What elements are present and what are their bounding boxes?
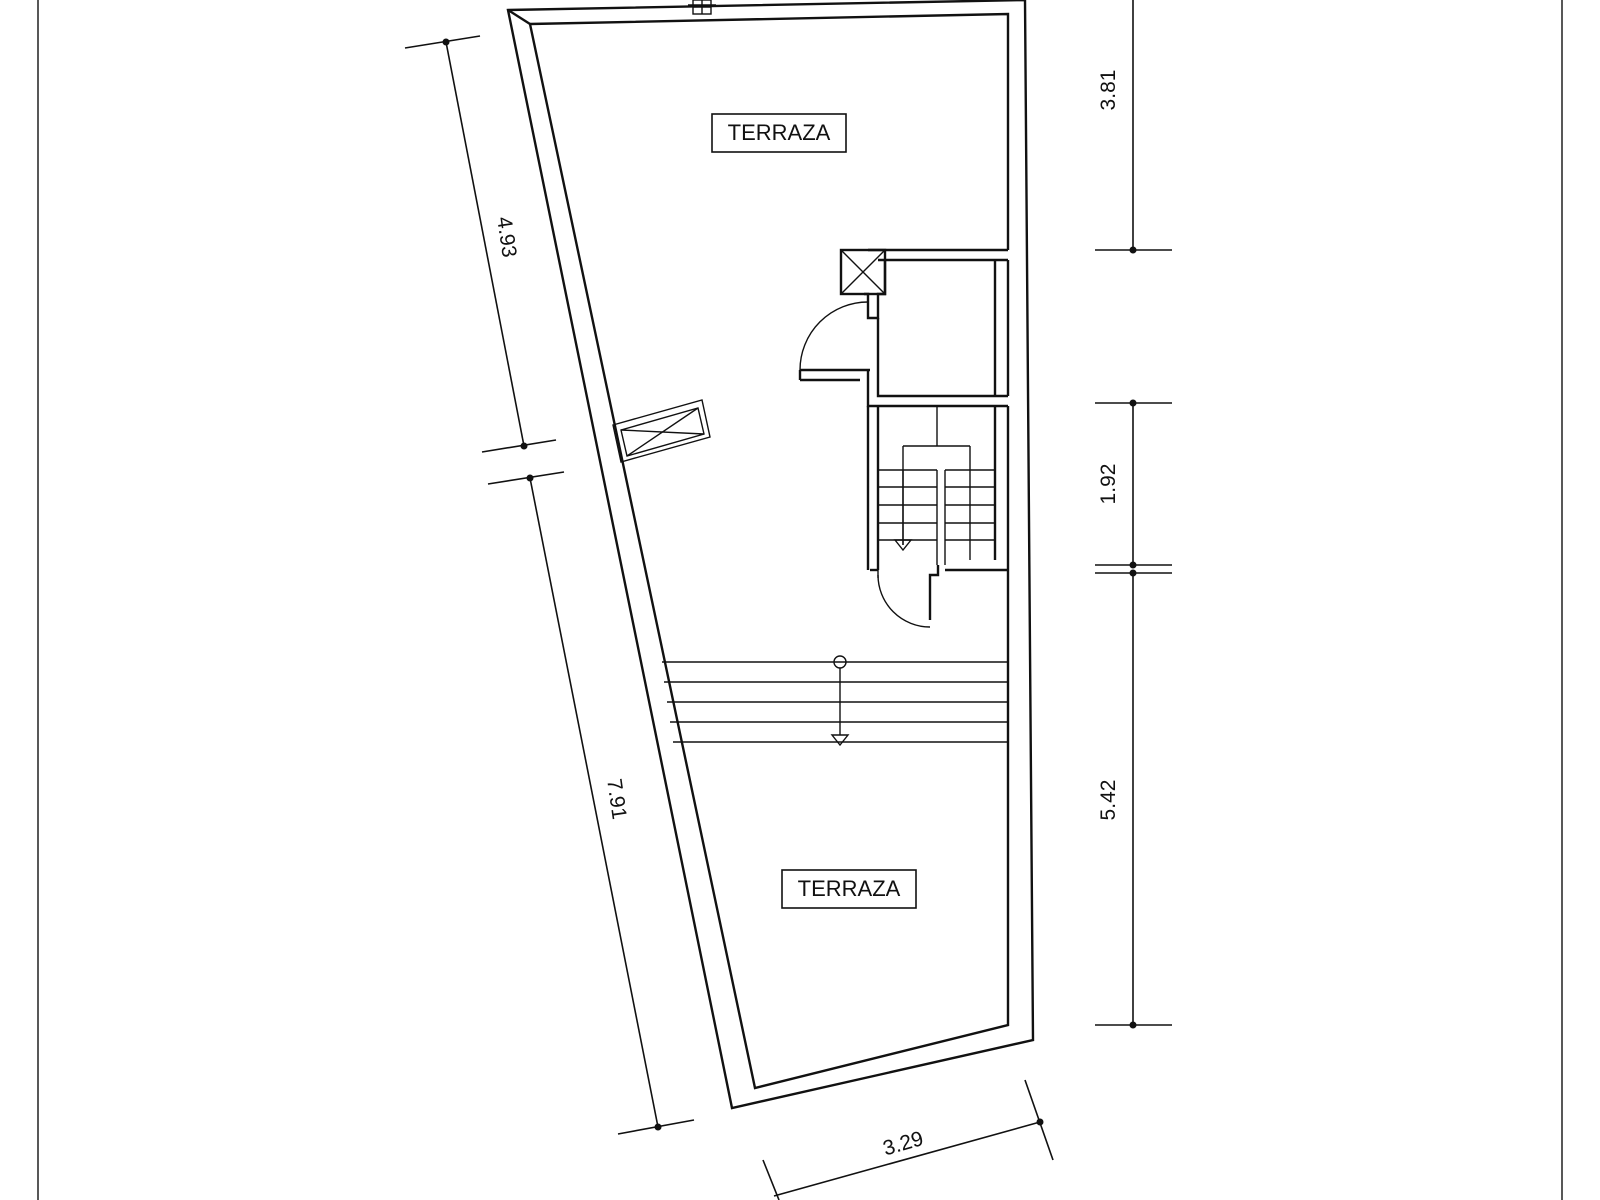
dimension-bottom: 3.29: [762, 1079, 1054, 1200]
dimension-left-lower-text: 7.91: [602, 777, 630, 821]
inner-wall-line-lower: [528, 23, 1010, 1090]
dimension-right-middle: 1.92: [1095, 399, 1172, 569]
step-arrow-icon: [830, 734, 850, 747]
top-vent-symbol: [688, 0, 716, 15]
core-walls: [798, 248, 1010, 408]
top-wall-cap: [507, 8, 531, 26]
inner-wall-line: [529, 12, 1010, 250]
door-swing-upper: [799, 301, 869, 371]
dimension-left-lower: 7.91: [487, 471, 695, 1135]
outer-wall-outline: [506, 0, 1035, 1110]
dimension-right-bottom-text: 5.42: [1097, 780, 1120, 821]
room-label-lower-text: TERRAZA: [798, 876, 901, 901]
outer-walls: [506, 0, 1035, 1110]
staircase: [866, 406, 1010, 628]
dimension-right-top-text: 3.81: [1097, 70, 1120, 111]
door-swing-lower: [877, 574, 931, 628]
dimension-left-upper-text: 4.93: [492, 215, 520, 259]
room-label-upper: TERRAZA: [711, 113, 847, 153]
dimension-right-bottom: 5.42: [1095, 569, 1172, 1029]
room-label-upper-text: TERRAZA: [728, 120, 831, 145]
dimension-left-upper: 4.93: [404, 35, 557, 453]
dimension-right-middle-text: 1.92: [1097, 464, 1120, 505]
skylight-symbol: [612, 399, 711, 463]
exterior-steps: [662, 655, 1008, 747]
dimension-right-top: 3.81: [1095, 0, 1172, 254]
stair-arrow-icon: [893, 539, 913, 552]
room-label-lower: TERRAZA: [781, 869, 917, 909]
